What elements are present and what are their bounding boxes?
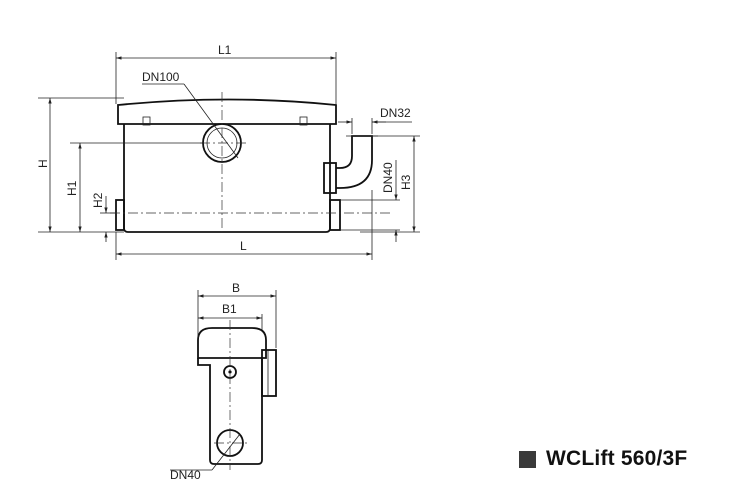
dim-label-l1: L1 [218, 43, 232, 57]
dim-label-dn40-side: DN40 [381, 162, 395, 193]
front-lid [197, 327, 267, 359]
dim-label-b: B [232, 281, 240, 295]
dim-label-h2: H2 [91, 192, 105, 208]
front-body [197, 358, 263, 465]
product-legend: WCLift 560/3F [519, 446, 687, 472]
dim-label-h: H [36, 159, 50, 168]
tank-body [123, 124, 331, 233]
dim-label-dn32: DN32 [380, 106, 411, 120]
dim-label-b1: B1 [222, 302, 237, 316]
front-view [197, 320, 277, 470]
right-side-box [323, 162, 337, 194]
side-dimensions: L1 DN100 DN32 H H1 H2 DN40 [36, 43, 420, 260]
dim-label-h1: H1 [65, 180, 79, 196]
right-lower-stub [329, 199, 341, 231]
front-dimensions: B B1 DN40 [170, 281, 277, 482]
dim-label-h3: H3 [399, 174, 413, 190]
legend-square-icon [519, 450, 536, 468]
product-title: WCLift 560/3F [546, 447, 688, 470]
dim-label-l: L [240, 239, 247, 253]
dim-label-dn40-front: DN40 [170, 468, 201, 482]
lid-tab-right [299, 116, 308, 126]
left-inlet-stub [115, 199, 125, 231]
tank-lid [117, 98, 337, 125]
lid-tab-left [142, 116, 151, 126]
dim-label-dn100: DN100 [142, 70, 180, 84]
dn32-discharge-pipe [336, 135, 373, 189]
side-view [110, 92, 390, 233]
front-right-outlet [261, 349, 277, 397]
